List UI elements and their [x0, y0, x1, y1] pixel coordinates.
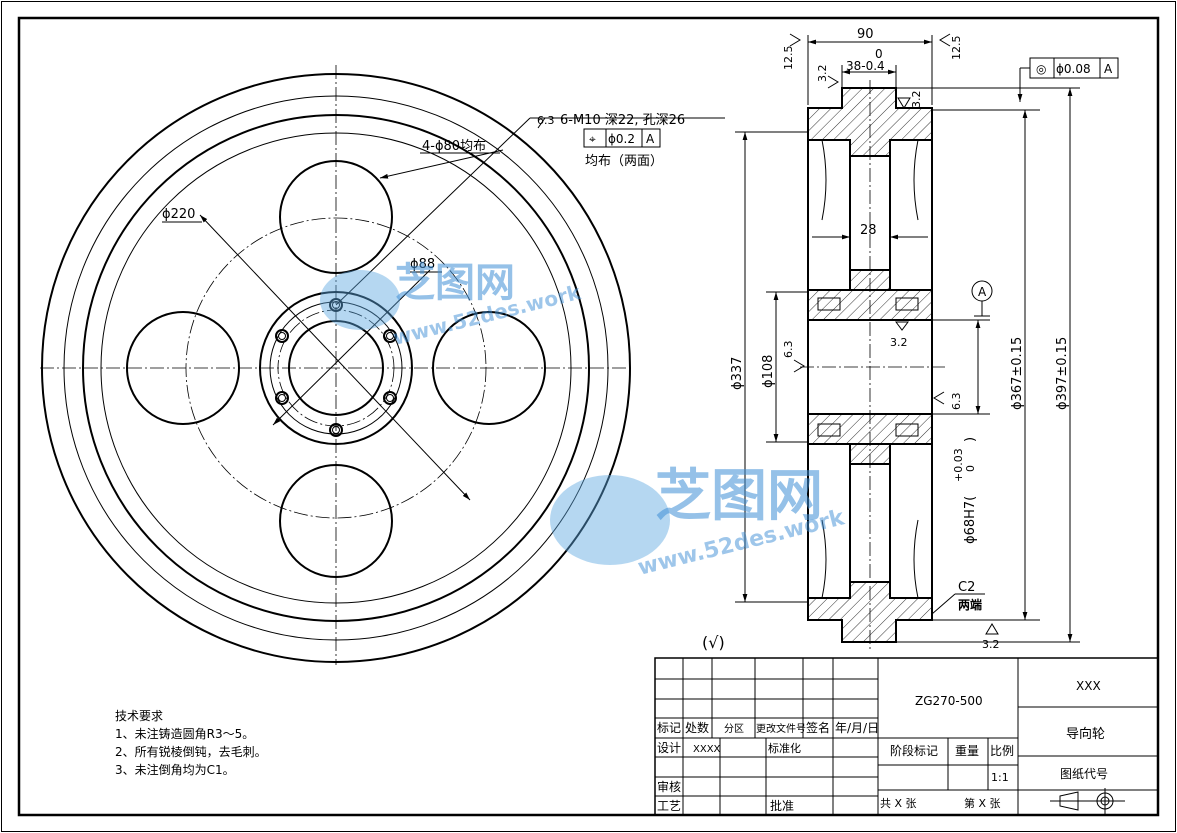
tb-label-standard: 标准化	[768, 741, 801, 755]
chamfer-note: 两端	[958, 597, 982, 612]
tb-label-weight: 重量	[955, 744, 979, 758]
dim-90: 90	[857, 27, 874, 42]
tb-label-date: 年/月/日	[835, 721, 879, 735]
tb-label-mark: 标记	[657, 721, 681, 735]
thread-roughness: 6.3	[537, 114, 555, 127]
part-name: 导向轮	[1066, 726, 1105, 742]
roughness-6-3-b: 6.3	[950, 393, 963, 411]
tb-designer: XXXX	[693, 744, 721, 755]
tb-total-sheets: 共 X 张	[880, 797, 917, 810]
tech-req-title: 技术要求	[115, 709, 163, 723]
roughness-3-2-a: 3.2	[816, 65, 829, 83]
tb-label-change-doc: 更改文件号	[756, 722, 806, 735]
datum-a-label: A	[978, 285, 987, 299]
watermark-brand: 芝图网	[395, 260, 515, 306]
title-block	[654, 657, 1159, 816]
thread-tol-value: ϕ0.2	[608, 132, 635, 146]
holes-note: 4-ϕ80均布	[422, 139, 486, 154]
wheel-outer-circle	[41, 73, 631, 663]
material: ZG270-500	[915, 694, 983, 708]
pcd-label: ϕ220	[162, 207, 195, 222]
company: XXX	[1076, 679, 1101, 693]
thread-callout: 6.3 6-M10 深22, 孔深26 ⌖ ϕ0.2 A 均布（两面）	[537, 113, 685, 169]
tb-label-review: 审核	[657, 779, 681, 794]
watermark-brand: 芝图网	[655, 464, 823, 529]
bore-tol-top: +0.03	[952, 448, 965, 482]
dim-38: 38-0.4	[846, 59, 885, 73]
front-view	[40, 65, 725, 665]
dim-108: ϕ108	[761, 355, 776, 388]
tb-label-stage: 阶段标记	[890, 743, 938, 758]
roughness-12-5-right: 12.5	[950, 36, 963, 61]
tb-scale-value: 1:1	[991, 771, 1009, 784]
tb-label-approve: 批准	[770, 798, 794, 813]
tb-label-scale: 比例	[990, 744, 1014, 758]
section-view	[735, 33, 1119, 650]
dim-337: ϕ337	[730, 357, 745, 390]
tb-label-zone: 分区	[724, 723, 744, 735]
runout-datum: A	[1104, 62, 1113, 76]
bore-tol-bottom: 0	[964, 465, 977, 472]
roughness-12-5-left: 12.5	[782, 46, 795, 71]
roughness-6-3-a: 6.3	[782, 341, 795, 359]
drawing-no-label: 图纸代号	[1060, 767, 1108, 781]
tb-sheet-no: 第 X 张	[964, 796, 1001, 810]
inner-border	[17, 16, 1160, 817]
chamfer-label: C2	[958, 580, 975, 595]
tech-req-item: 2、所有锐棱倒钝，去毛刺。	[115, 744, 267, 759]
surface-default-mark: (√)	[702, 633, 725, 652]
roughness-3-2-b: 3.2	[910, 91, 923, 109]
tb-label-sign: 签名	[806, 720, 830, 735]
dim-397: ϕ397±0.15	[1055, 337, 1070, 410]
thread-datum: A	[646, 132, 655, 146]
thread-spec: 6-M10 深22, 孔深26	[560, 113, 685, 128]
dim-28: 28	[860, 223, 877, 238]
runout-value: ϕ0.08	[1056, 62, 1091, 76]
bore-close: )	[963, 437, 978, 442]
thread-note: 均布（两面）	[585, 154, 663, 169]
tb-label-process: 工艺	[657, 799, 681, 813]
hub-dia-label: ϕ88	[410, 257, 435, 272]
tb-label-count: 处数	[685, 720, 709, 735]
roughness-3-2-d: 3.2	[982, 638, 1000, 651]
runout-symbol: ◎	[1036, 62, 1046, 76]
dim-tol-zero: 0	[875, 47, 883, 61]
tb-label-design: 设计	[657, 741, 681, 755]
thread-tol-symbol: ⌖	[589, 132, 596, 146]
tech-req-item: 1、未注铸造圆角R3～5。	[115, 726, 254, 741]
watermark-logo	[320, 270, 670, 565]
tech-req-item: 3、未注倒角均为C1。	[115, 762, 235, 777]
roughness-3-2-c: 3.2	[890, 336, 908, 349]
bore-dim: ϕ68H7(	[963, 496, 978, 544]
dim-367: ϕ367±0.15	[1010, 337, 1025, 410]
